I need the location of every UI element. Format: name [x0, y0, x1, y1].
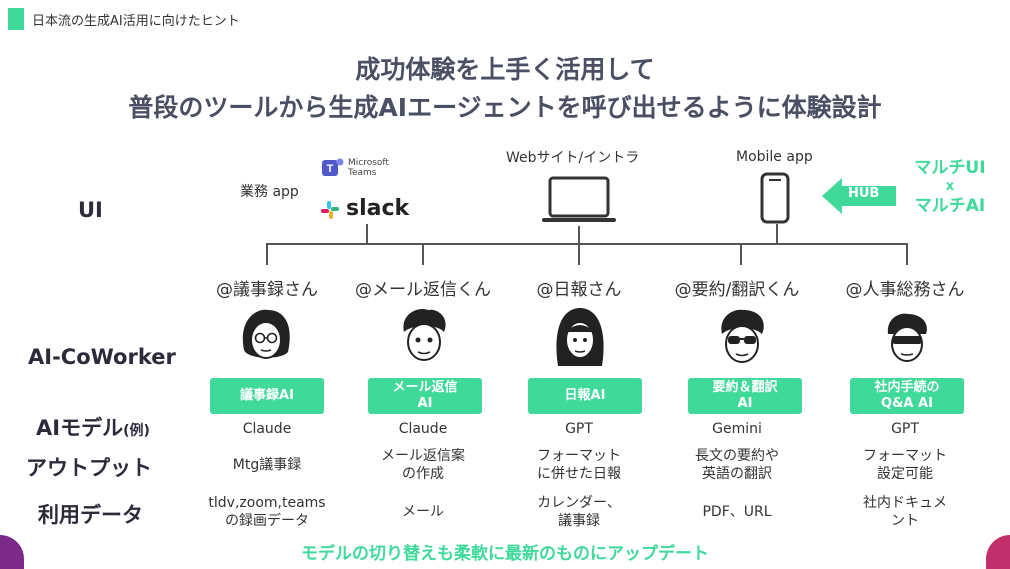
worker-output: 長文の要約や 英語の翻訳 — [695, 448, 779, 482]
multi-x-label: x — [945, 179, 955, 194]
slack-label: slack — [346, 196, 410, 221]
worker-handle: @日報さん — [536, 280, 622, 300]
worker-handle: @要約/翻訳くん — [674, 280, 800, 300]
mobile-label: Mobile app — [736, 149, 813, 165]
web-label: Webサイト/イントラ — [506, 150, 640, 166]
worker-data: メール — [402, 504, 444, 520]
teams-icon: T — [322, 156, 344, 180]
multi-ui-label: マルチUI — [914, 158, 986, 178]
footer-caption: モデルの切り替えも柔軟に最新のものにアップデート — [301, 544, 709, 564]
connector-horizontal — [266, 243, 908, 245]
hub-label: HUB — [848, 186, 880, 201]
worker-avatar-icon — [236, 306, 296, 370]
connector-col4 — [740, 243, 742, 265]
model-badge: メール返信 AI — [368, 378, 482, 414]
row-label-coworker: AI-CoWorker — [28, 345, 176, 369]
connector-col5 — [906, 243, 908, 265]
worker-output: フォーマット に併せた日報 — [537, 448, 621, 482]
laptop-icon — [542, 174, 616, 226]
svg-text:T: T — [327, 163, 334, 175]
row-label-model-suffix: (例) — [123, 423, 150, 439]
worker-avatar-icon — [552, 306, 608, 374]
worker-avatar-icon — [394, 306, 454, 370]
title-line-1: 成功体験を上手く活用して — [355, 55, 655, 84]
worker-output: Mtg議事録 — [232, 457, 302, 473]
worker-avatar-icon — [880, 310, 934, 370]
worker-output: メール返信案 の作成 — [381, 448, 465, 482]
worker-handle: @メール返信くん — [355, 280, 491, 300]
multi-ai-label: マルチAI — [914, 196, 986, 216]
worker-handle: @人事総務さん — [845, 280, 965, 300]
business-app-label: 業務 app — [240, 184, 299, 200]
model-badge: 社内手続の Q&A AI — [850, 378, 964, 414]
worker-model: Claude — [398, 421, 448, 437]
row-label-model: AIモデル(例) — [36, 416, 150, 440]
connector-col2 — [422, 243, 424, 265]
worker-handle: @議事録さん — [216, 280, 318, 300]
smartphone-icon — [760, 172, 790, 224]
worker-model: GPT — [891, 421, 919, 437]
worker-model: Claude — [242, 421, 292, 437]
row-label-output: アウトプット — [26, 456, 152, 480]
connector-col3 — [578, 243, 580, 265]
title-line-2: 普段のツールから生成AIエージェントを呼び出せるように体験設計 — [128, 93, 882, 122]
worker-output: フォーマット 設定可能 — [863, 448, 947, 482]
worker-model: GPT — [565, 421, 593, 437]
worker-data: PDF、URL — [702, 504, 772, 520]
worker-data: tldv,zoom,teams の録画データ — [208, 495, 326, 529]
multi-caption: マルチUI x マルチAI — [904, 156, 996, 218]
connector-mobile — [776, 224, 778, 244]
worker-avatar-icon — [714, 308, 770, 370]
row-label-data: 利用データ — [38, 503, 143, 527]
worker-model: Gemini — [712, 421, 762, 437]
worker-data: カレンダー、 議事録 — [537, 495, 621, 529]
hub-arrow: HUB — [822, 176, 896, 220]
connector-col1 — [266, 243, 268, 265]
model-badge: 日報AI — [528, 378, 642, 414]
model-badge: 要約＆翻訳 AI — [688, 378, 802, 414]
header-label: 日本流の生成AI活用に向けたヒント — [32, 13, 240, 29]
worker-data: 社内ドキュメ ント — [863, 495, 947, 529]
connector-web — [578, 226, 580, 244]
row-label-ui: UI — [78, 198, 103, 222]
teams-label: Microsoft Teams — [348, 158, 389, 178]
section-header: 日本流の生成AI活用に向けたヒント — [8, 8, 240, 30]
connector-slack — [366, 224, 368, 244]
slack-icon — [320, 200, 340, 220]
model-badge: 議事録AI — [210, 378, 324, 414]
header-accent-bar — [8, 8, 24, 30]
